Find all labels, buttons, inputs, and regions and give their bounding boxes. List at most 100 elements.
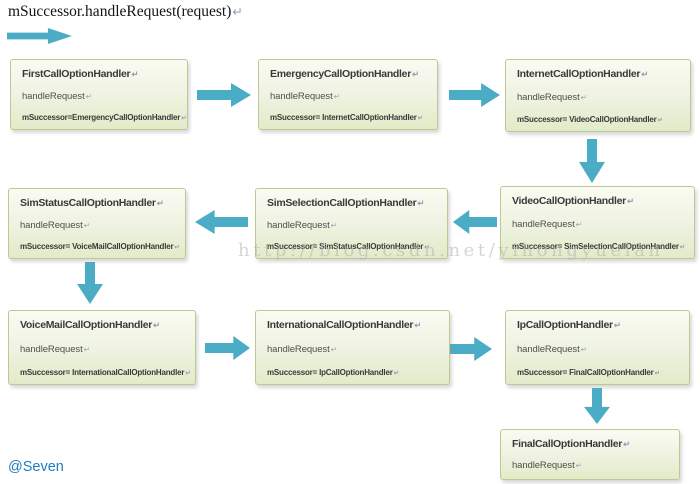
return-mark: ↵	[414, 320, 421, 330]
right-arrow-icon	[449, 83, 500, 107]
return-mark: ↵	[185, 370, 191, 377]
handler-title-text: FirstCallOptionHandler	[22, 68, 131, 80]
handler-title: SimStatusCallOptionHandler↵	[20, 197, 176, 209]
right-arrow-icon	[197, 83, 251, 107]
handler-successor-text: mSuccessor= IpCallOptionHandler	[267, 368, 393, 377]
handler-title-text: InternationalCallOptionHandler	[267, 319, 414, 331]
return-mark: ↵	[83, 221, 90, 230]
handler-successor: mSuccessor=EmergencyCallOptionHandler↵	[22, 113, 187, 122]
handler-successor: mSuccessor= InternationalCallOptionHandl…	[20, 368, 191, 377]
handler-successor: mSuccessor= VideoCallOptionHandler↵	[517, 115, 681, 124]
down-arrow-icon	[584, 388, 610, 424]
start-arrow	[7, 28, 72, 44]
return-mark: ↵	[174, 244, 180, 251]
return-mark: ↵	[613, 320, 621, 330]
handler-title-text: InternetCallOptionHandler	[517, 68, 641, 80]
right-arrow-icon	[444, 337, 492, 361]
handler-box-international-call-option-handler: InternationalCallOptionHandler↵ handleRe…	[255, 310, 450, 385]
handler-title-text: VideoCallOptionHandler	[512, 195, 626, 207]
down-arrow-icon	[579, 139, 605, 183]
handler-title-text: VoiceMailCallOptionHandler	[20, 319, 153, 331]
return-mark: ↵	[333, 92, 340, 101]
handler-successor-text: mSuccessor=EmergencyCallOptionHandler	[22, 113, 181, 122]
handler-method-text: handleRequest	[517, 92, 580, 103]
right-arrow-icon	[7, 28, 72, 44]
handler-method: handleRequest↵	[517, 92, 681, 103]
return-mark: ↵	[83, 345, 90, 354]
return-mark: ↵	[393, 370, 399, 377]
handler-method: handleRequest↵	[512, 460, 670, 471]
left-arrow-icon	[453, 210, 497, 234]
handler-title: VoiceMailCallOptionHandler↵	[20, 319, 186, 331]
handler-successor-text: mSuccessor= VideoCallOptionHandler	[517, 115, 657, 124]
arrow-emergency-to-internet	[449, 83, 500, 107]
return-mark: ↵	[85, 92, 92, 101]
handler-successor: mSuccessor= FinalCallOptionHandler↵	[517, 368, 680, 377]
return-mark: ↵	[679, 244, 685, 251]
return-mark: ↵	[580, 345, 587, 354]
handler-successor: mSuccessor= InternetCallOptionHandler↵	[270, 113, 428, 122]
handler-box-ip-call-option-handler: IpCallOptionHandler↵ handleRequest↵ mSuc…	[505, 310, 690, 385]
arrow-internet-to-video	[579, 139, 605, 183]
right-arrow-icon	[205, 336, 250, 360]
handler-title: SimSelectionCallOptionHandler↵	[267, 197, 438, 209]
handler-title: FirstCallOptionHandler↵	[22, 68, 178, 80]
arrow-international-to-ip	[444, 337, 492, 361]
arrow-simselection-to-simstatus	[195, 210, 248, 234]
return-mark: ↵	[412, 69, 419, 79]
handler-box-sim-selection-call-option-handler: SimSelectionCallOptionHandler↵ handleReq…	[255, 188, 448, 259]
handler-method-text: handleRequest	[267, 344, 330, 355]
handler-title: InternationalCallOptionHandler↵	[267, 319, 440, 331]
handler-title-text: SimStatusCallOptionHandler	[20, 197, 156, 209]
handler-successor-text: mSuccessor= FinalCallOptionHandler	[517, 368, 654, 377]
handler-title: VideoCallOptionHandler↵	[512, 195, 685, 207]
handler-method-text: handleRequest	[517, 344, 580, 355]
return-mark: ↵	[181, 115, 187, 122]
handler-title: FinalCallOptionHandler↵	[512, 438, 670, 450]
handler-method: handleRequest↵	[22, 91, 178, 102]
left-arrow-icon	[195, 210, 248, 234]
return-mark: ↵	[641, 69, 648, 79]
arrow-simstatus-to-voicemail	[77, 262, 103, 304]
return-mark: ↵	[623, 439, 630, 449]
return-mark: ↵	[424, 244, 430, 251]
return-mark: ↵	[156, 198, 164, 208]
handler-box-emergency-call-option-handler: EmergencyCallOptionHandler↵ handleReques…	[258, 59, 438, 130]
handler-title-text: IpCallOptionHandler	[517, 319, 613, 331]
handler-box-voice-mail-call-option-handler: VoiceMailCallOptionHandler↵ handleReques…	[8, 310, 196, 385]
return-mark: ↵	[654, 370, 660, 377]
handler-title-text: EmergencyCallOptionHandler	[270, 68, 411, 80]
handler-box-internet-call-option-handler: InternetCallOptionHandler↵ handleRequest…	[505, 59, 691, 132]
return-mark: ↵	[330, 221, 337, 230]
handler-box-video-call-option-handler: VideoCallOptionHandler↵ handleRequest↵ m…	[500, 186, 695, 259]
handler-method-text: handleRequest	[20, 344, 83, 355]
handler-method-text: handleRequest	[512, 460, 575, 471]
handler-title: IpCallOptionHandler↵	[517, 319, 680, 331]
handler-successor-text: mSuccessor= SimStatusCallOptionHandler	[267, 242, 424, 251]
handler-box-sim-status-call-option-handler: SimStatusCallOptionHandler↵ handleReques…	[8, 188, 186, 259]
handler-title: InternetCallOptionHandler↵	[517, 68, 681, 80]
handler-method: handleRequest↵	[267, 220, 438, 231]
handler-method: handleRequest↵	[270, 91, 428, 102]
down-arrow-icon	[77, 262, 103, 304]
return-mark: ↵	[580, 93, 587, 102]
return-mark: ↵	[153, 320, 160, 330]
return-mark: ↵	[232, 5, 243, 19]
return-mark: ↵	[575, 461, 582, 470]
author-signature: @Seven	[8, 459, 64, 475]
handler-method: handleRequest↵	[20, 220, 176, 231]
handler-method: handleRequest↵	[267, 344, 440, 355]
handler-method: handleRequest↵	[517, 344, 680, 355]
handler-box-final-call-option-handler: FinalCallOptionHandler↵ handleRequest↵	[500, 429, 680, 480]
return-mark: ↵	[657, 117, 663, 124]
arrow-video-to-simselection	[453, 210, 497, 234]
handler-box-first-call-option-handler: FirstCallOptionHandler↵ handleRequest↵ m…	[10, 59, 188, 130]
arrow-voicemail-to-international	[205, 336, 250, 360]
return-mark: ↵	[575, 220, 582, 229]
handler-method-text: handleRequest	[20, 220, 83, 231]
arrow-ip-to-final	[584, 388, 610, 424]
handler-successor: mSuccessor= IpCallOptionHandler↵	[267, 368, 440, 377]
handler-successor-text: mSuccessor= SimSelectionCallOptionHandle…	[512, 242, 679, 251]
handler-successor: mSuccessor= SimStatusCallOptionHandler↵	[267, 242, 438, 251]
